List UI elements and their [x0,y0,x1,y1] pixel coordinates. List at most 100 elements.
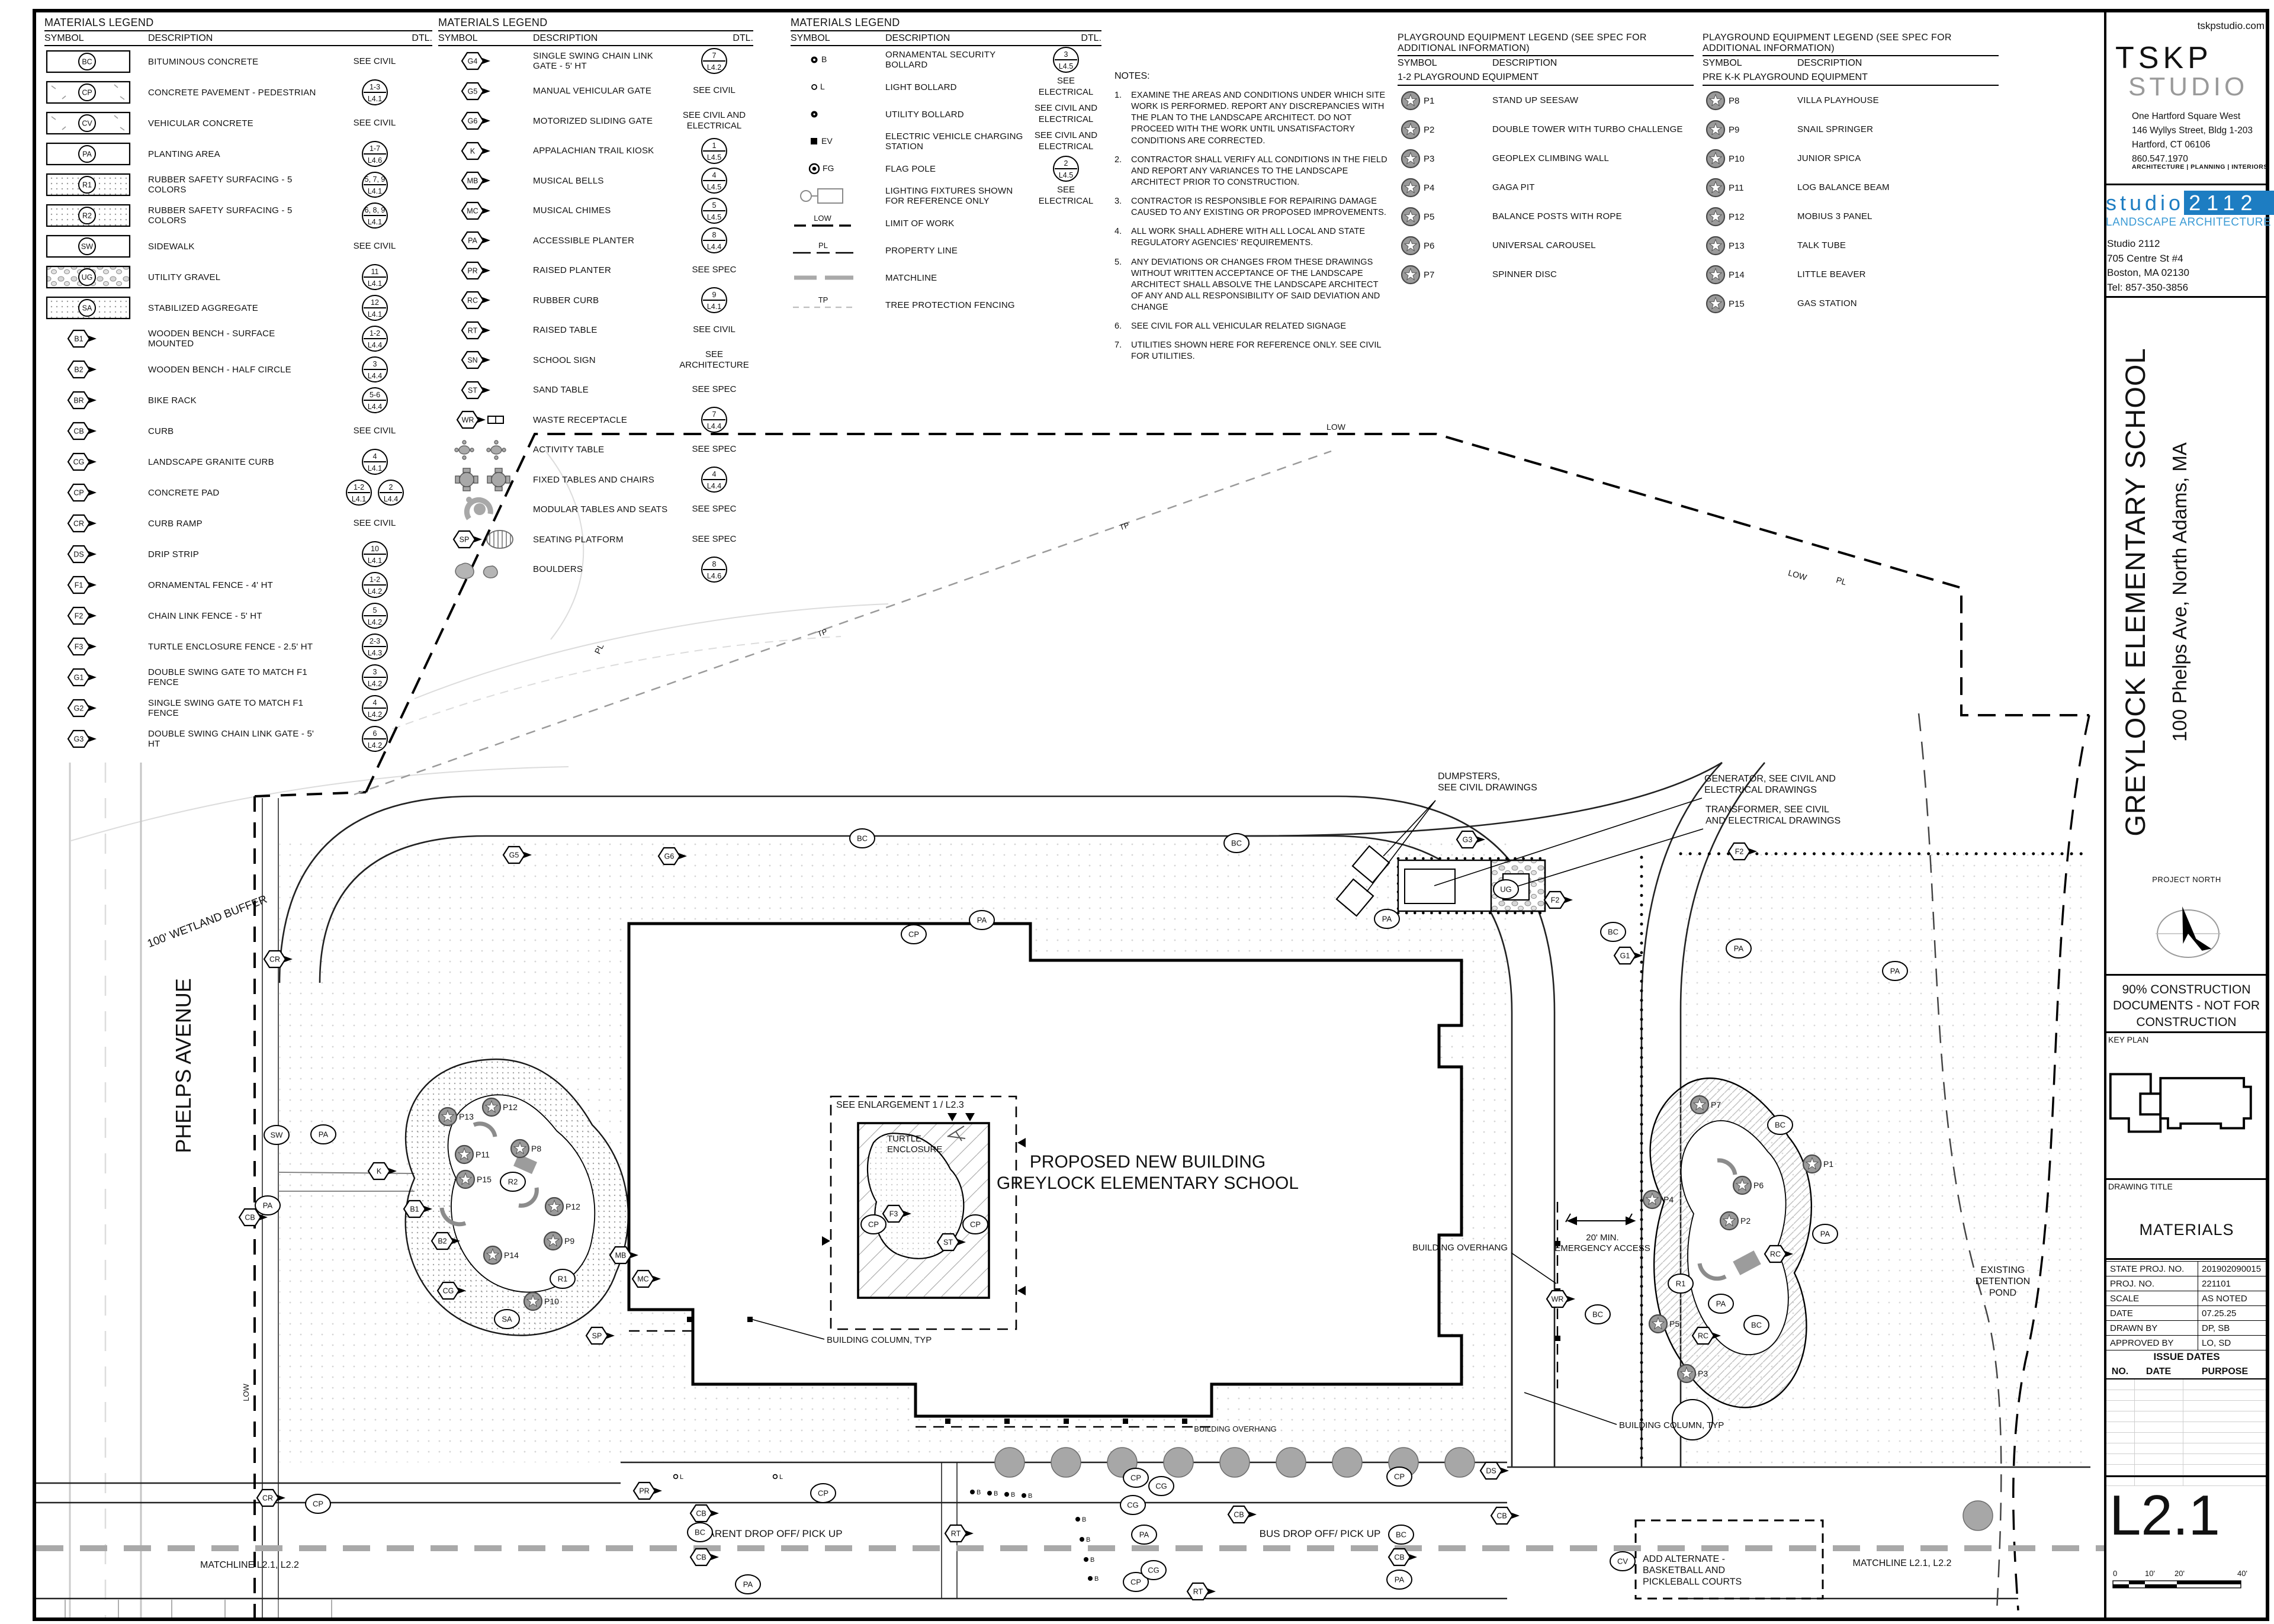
legend-symbol-cell [791,182,885,210]
svg-text:SW: SW [271,1131,284,1140]
legend-symbol: SW [46,234,131,258]
detail-ref-text: SEE CIVIL [353,240,396,251]
svg-text:L4.1: L4.1 [367,557,381,565]
svg-text:RT: RT [951,1530,961,1538]
legend-symbol [454,440,506,460]
note-item: 1.EXAMINE THE AREAS AND CONDITIONS UNDER… [1114,91,1386,146]
svg-text:G6: G6 [468,117,478,126]
legend-symbol: BC [46,50,131,73]
legend-symbol: R2 [46,204,131,227]
legend-title: MATERIALS LEGEND [438,17,753,31]
svg-text:L4.5: L4.5 [707,213,721,221]
svg-text:BC: BC [82,58,92,66]
legend-symbol: PA [46,142,131,166]
firm-name-light: STUDIO [2128,72,2249,101]
legend-symbol: G2 [67,699,97,718]
legend-description: SINGLE SWING CHAIN LINK GATE - 5' HT [533,51,653,72]
legend-description: APPALACHIAN TRAIL KIOSK [533,146,654,156]
material-tag: B2 [431,1231,460,1250]
playground-tag: P10 [523,1291,559,1311]
plan-label: BUILDING OVERHANG [1412,1243,1508,1253]
svg-text:SA: SA [502,1315,512,1324]
svg-text:P4: P4 [1663,1195,1674,1204]
detail-bubble: 2-3L4.3 [361,633,388,660]
detention-pond-line-2 [1918,713,2002,1611]
material-tag: G5 [502,845,532,864]
svg-text:L4.1: L4.1 [351,495,365,503]
legend-symbol-cell: G5 [438,78,533,105]
legend-description: DOUBLE SWING GATE TO MATCH F1 FENCE [148,667,307,687]
legend-symbol: B1 [67,329,97,348]
detail-ref-text: SEE SPEC [692,265,737,275]
firm-website: tskpstudio.com [2197,20,2265,31]
svg-text:CP: CP [1130,1474,1141,1482]
generator-pad [1404,869,1456,904]
svg-text:B: B [1011,1491,1015,1498]
material-tag: BC [1585,1304,1611,1324]
plan-label: PARENT DROP OFF/ PICK UP [702,1528,842,1539]
site-drives [278,761,1765,1467]
svg-text:R1: R1 [558,1275,568,1284]
svg-text:CR: CR [269,956,280,964]
sheet-number: L2.1 [2109,1484,2220,1547]
legend-title: MATERIALS LEGEND [791,17,1101,31]
legend-description: FIXED TABLES AND CHAIRS [533,474,654,485]
detail-bubble: 1-7L4.6 [361,141,388,167]
legend-detail-cell: SEE SPEC [675,384,753,395]
svg-text:F2: F2 [1735,848,1744,856]
plan-label: MATCHLINE L2.1, L2.2 [1853,1558,1952,1568]
svg-text:3: 3 [372,360,377,368]
legend-symbol: G6 [461,112,490,130]
svg-text:5: 5 [712,201,717,210]
svg-text:P14: P14 [504,1250,519,1260]
svg-text:P6: P6 [1753,1181,1764,1190]
detail-ref-text: SEE CIVIL [693,324,735,335]
detail-bubble: 7L4.2 [701,48,727,75]
detail-bubble: 4L4.1 [361,449,388,475]
legend-symbol-cell: MB [438,167,533,194]
svg-text:L4.4: L4.4 [707,482,721,490]
playground-description: MOBIUS 3 PANEL [1797,211,1872,221]
svg-text:RT: RT [1193,1588,1203,1596]
playground-tag: P2 [1719,1211,1751,1231]
playground-symbol: P15 [1703,292,1797,316]
legend-symbol-cell: TP [791,291,885,319]
legend-symbol-cell: BC [44,48,148,75]
svg-text:CP: CP [313,1500,323,1509]
svg-text:G2: G2 [74,705,84,713]
svg-text:L4.2: L4.2 [367,741,381,750]
legend-symbol-cell: L [791,73,885,101]
svg-text:P7: P7 [1711,1100,1721,1110]
material-tag: PA [310,1124,336,1144]
svg-text:PA: PA [468,237,477,245]
material-tag: MC [631,1269,661,1288]
svg-text:P12: P12 [1729,212,1745,222]
detail-ref-text: SEE CIVIL [353,56,396,66]
svg-text:1-7: 1-7 [369,144,380,153]
playground-description: SPINNER DISC [1492,269,1557,279]
svg-text:L: L [779,1474,783,1481]
svg-text:RT: RT [468,326,478,335]
svg-text:B: B [1094,1575,1099,1583]
svg-text:G1: G1 [74,674,84,682]
legend-symbol: UG [46,265,131,289]
svg-text:PA: PA [1734,944,1744,953]
material-tag: CP [1123,1572,1149,1592]
material-tag: F2 [1727,842,1757,861]
